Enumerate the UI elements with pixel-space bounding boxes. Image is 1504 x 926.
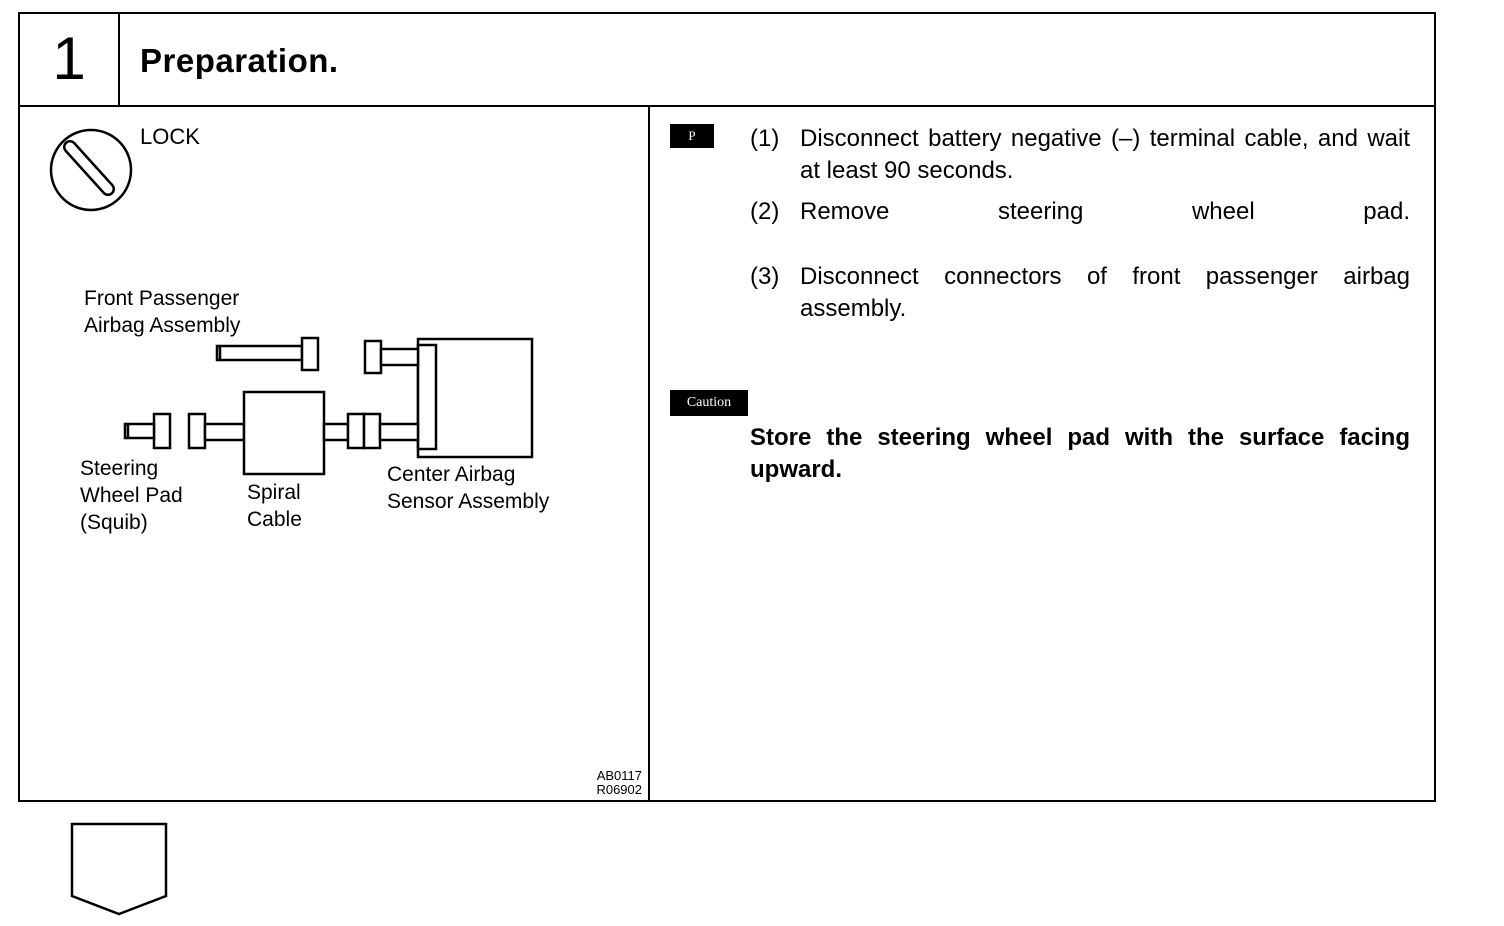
instruction-text: Disconnect battery negative (–) terminal… (800, 125, 1410, 184)
squib-plug-head (152, 412, 172, 450)
front-passenger-plug-head (300, 336, 320, 372)
sensor-connector-bar (416, 343, 438, 451)
diagram-svg (49, 128, 534, 476)
figure-code-2: R06902 (596, 782, 642, 797)
instruction-number: (3) (750, 263, 780, 290)
figure-code-1: AB0117 (596, 768, 642, 783)
lower-connector-head-a (346, 412, 366, 450)
instruction-text: Remove steering wheel pad. (800, 198, 1410, 225)
step-number-cell: 1 (20, 14, 120, 105)
lower-connector-stem (378, 422, 420, 442)
squib-plug-stem (126, 422, 156, 440)
procedure-frame: 1 Preparation. (18, 12, 1436, 802)
lock-symbol-icon (49, 128, 133, 212)
airbag-wiring-diagram: LOCK Front Passenger Airbag Assembly Ste… (20, 107, 648, 800)
spiral-right-stem (322, 422, 350, 442)
step-header: 1 Preparation. (20, 14, 1434, 107)
upper-connector-head (363, 339, 383, 375)
lock-label: LOCK (140, 124, 200, 149)
instruction-text: Disconnect connectors of front passenger… (800, 263, 1410, 322)
instruction-number: (2) (750, 198, 780, 225)
upper-connector-stem (379, 347, 420, 367)
spiral-cable-label: Spiral Cable (247, 481, 302, 531)
steering-wheel-pad-label: Steering Wheel Pad (Squib) (80, 457, 183, 534)
instruction-number: (1) (750, 125, 780, 152)
next-step-tab-icon (70, 822, 168, 916)
front-passenger-label: Front Passenger Airbag Assembly (84, 287, 241, 337)
front-passenger-plug-stem (218, 344, 304, 362)
illustration-panel: LOCK Front Passenger Airbag Assembly Ste… (20, 107, 650, 800)
instruction-item: (1) Disconnect battery negative (–) term… (750, 123, 1410, 187)
step-title: Preparation. (140, 42, 339, 79)
center-sensor-label: Center Airbag Sensor Assembly (387, 463, 550, 513)
instructions-panel: P (1) Disconnect battery negative (–) te… (650, 107, 1434, 800)
procedure-badge: P (670, 124, 714, 148)
spiral-left-stem (203, 422, 246, 442)
caution-text: Store the steering wheel pad with the su… (750, 424, 1410, 483)
spiral-cable-box (242, 390, 326, 476)
instruction-item: (2) Remove steering wheel pad. (750, 196, 1410, 228)
lower-connector-head-b (362, 412, 382, 450)
spiral-plug-head (187, 412, 207, 450)
instruction-item: (3) Disconnect connectors of front passe… (750, 261, 1410, 325)
caution-badge: Caution (670, 390, 748, 416)
step-number: 1 (52, 25, 86, 92)
